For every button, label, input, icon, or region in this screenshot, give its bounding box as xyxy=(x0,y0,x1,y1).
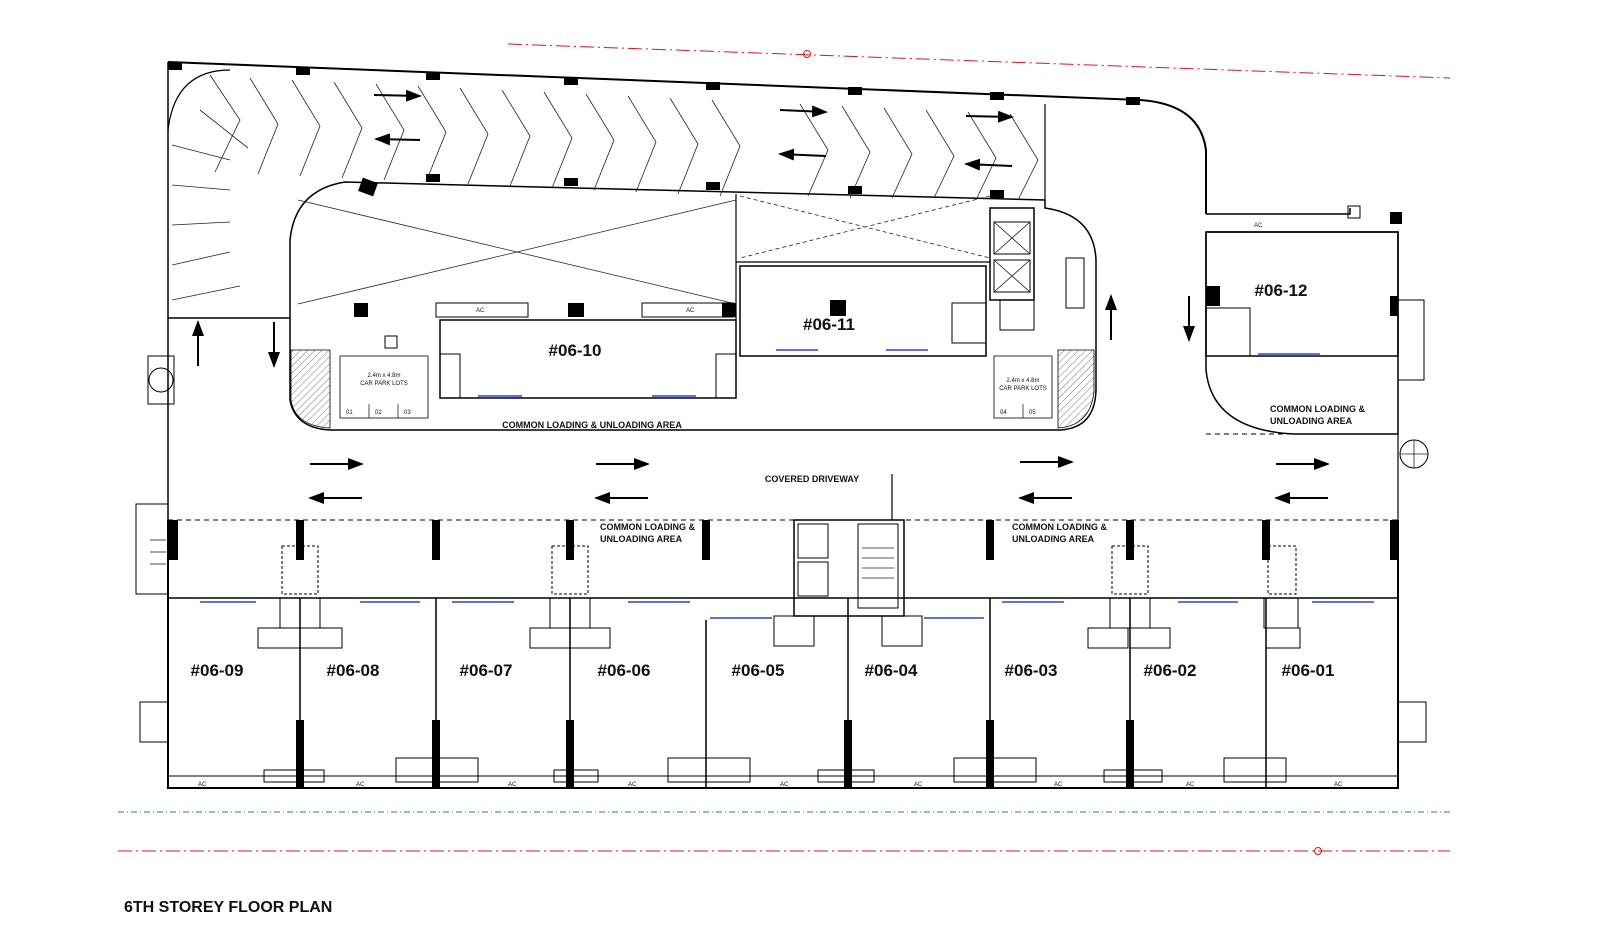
car-park-size-right: 2.4m x 4.8m xyxy=(1006,378,1039,384)
common-loading-east-label-1: COMMON LOADING & xyxy=(1270,404,1365,414)
plan-title: 6TH STOREY FLOOR PLAN xyxy=(124,899,332,916)
ac-label: AC xyxy=(686,308,695,314)
lot-05: 05 xyxy=(1029,410,1036,416)
ac-label: AC xyxy=(356,782,365,788)
ramp xyxy=(167,61,1207,368)
common-loading-mid-label-2: UNLOADING AREA xyxy=(600,534,683,544)
lot-04: 04 xyxy=(1000,410,1007,416)
ac-labels: AC AC AC AC AC AC AC AC AC AC AC AC xyxy=(198,223,1343,788)
east-block xyxy=(1205,205,1429,469)
lot-03: 03 xyxy=(404,410,411,416)
unit-labels: #06-01 #06-02 #06-03 #06-04 #06-05 #06-06 #06-… xyxy=(191,281,1335,680)
ac-label: AC xyxy=(1186,782,1195,788)
common-loading-top-label: COMMON LOADING & UNLOADING AREA xyxy=(502,420,682,430)
upper-island xyxy=(289,194,1097,431)
ac-label: AC xyxy=(198,782,207,788)
ac-label: AC xyxy=(1334,782,1343,788)
unit-label: #06-03 xyxy=(1005,661,1058,680)
site-boundaries xyxy=(118,43,1451,855)
unit-label: #06-06 xyxy=(598,661,651,680)
common-loading-se-label-2: UNLOADING AREA xyxy=(1012,534,1095,544)
area-labels: COMMON LOADING & UNLOADING AREA COMMON L… xyxy=(502,404,1365,544)
unit-label: #06-10 xyxy=(549,341,602,360)
unit-label: #06-07 xyxy=(460,661,513,680)
covered-driveway-label: COVERED DRIVEWAY xyxy=(765,474,859,484)
ac-label: AC xyxy=(1254,223,1263,229)
ac-label: AC xyxy=(476,308,485,314)
lot-02: 02 xyxy=(375,410,382,416)
common-loading-se-label-1: COMMON LOADING & xyxy=(1012,522,1107,532)
unit-label: #06-05 xyxy=(732,661,785,680)
ac-label: AC xyxy=(780,782,789,788)
boundary-red-top xyxy=(507,43,1451,79)
ac-label: AC xyxy=(1054,782,1063,788)
unit-label: #06-01 xyxy=(1282,661,1335,680)
unit-label: #06-11 xyxy=(803,315,855,334)
unit-label: #06-08 xyxy=(327,661,380,680)
common-loading-east-label-2: UNLOADING AREA xyxy=(1270,416,1353,426)
ac-label: AC xyxy=(628,782,637,788)
lower-block xyxy=(139,519,1427,789)
ac-label: AC xyxy=(914,782,923,788)
lot-01: 01 xyxy=(346,410,353,416)
car-park-lots-left: CAR PARK LOTS xyxy=(360,381,408,387)
car-park-lots-right: CAR PARK LOTS xyxy=(999,386,1047,392)
ac-label: AC xyxy=(508,782,517,788)
boundary-marker-bottom xyxy=(1314,847,1322,855)
driveway xyxy=(135,318,1399,595)
boundary-marker-top xyxy=(803,50,811,58)
car-park-size-left: 2.4m x 4.8m xyxy=(367,373,400,379)
car-park-labels: 2.4m x 4.8m CAR PARK LOTS 01 02 03 2.4m … xyxy=(346,373,1047,416)
ramp-chevrons xyxy=(171,74,1039,301)
unit-label: #06-12 xyxy=(1255,281,1308,300)
unit-label: #06-09 xyxy=(191,661,244,680)
unit-label: #06-04 xyxy=(865,661,918,680)
common-loading-mid-label-1: COMMON LOADING & xyxy=(600,522,695,532)
unit-label: #06-02 xyxy=(1144,661,1197,680)
